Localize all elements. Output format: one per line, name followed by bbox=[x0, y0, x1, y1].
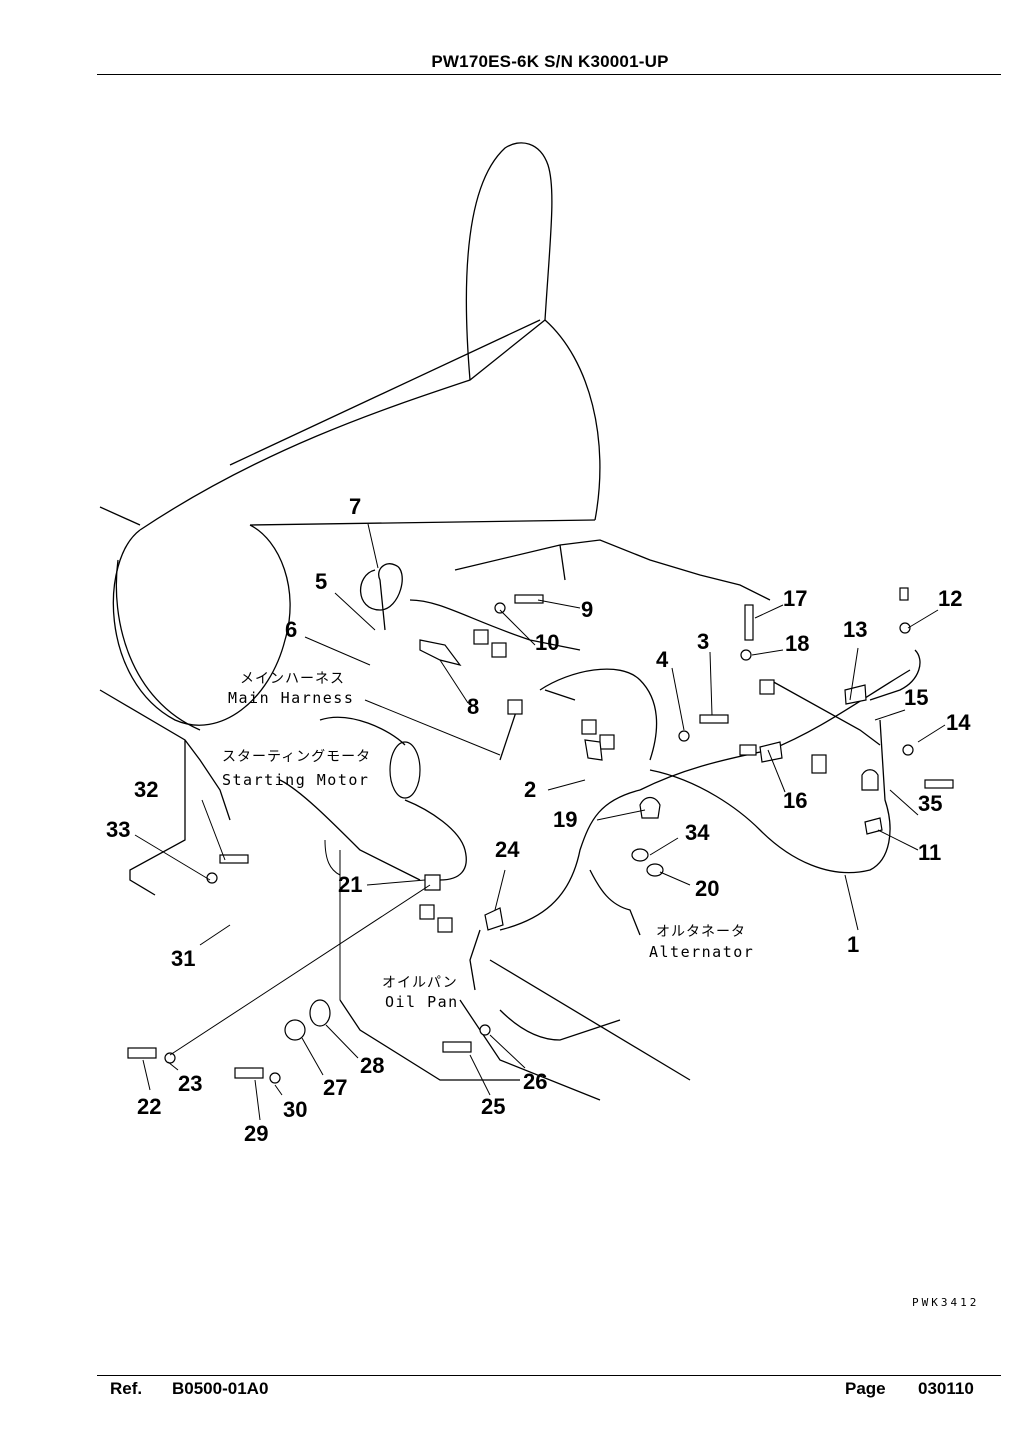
header-divider bbox=[97, 74, 1001, 75]
callout-6: 6 bbox=[285, 617, 297, 642]
callout-33: 33 bbox=[106, 817, 130, 842]
page-title: PW170ES-6K S/N K30001-UP bbox=[431, 52, 669, 71]
callout-1: 1 bbox=[847, 932, 859, 957]
callout-32: 32 bbox=[134, 777, 158, 802]
label-main-harness-en: Main Harness bbox=[228, 689, 354, 707]
callout-12: 12 bbox=[938, 586, 962, 611]
callout-30: 30 bbox=[283, 1097, 307, 1122]
footer-page-label: Page bbox=[845, 1379, 886, 1398]
callout-27: 27 bbox=[323, 1075, 347, 1100]
footer-page-value: 030110 bbox=[918, 1379, 974, 1398]
callout-29: 29 bbox=[244, 1121, 268, 1146]
callout-3: 3 bbox=[697, 629, 709, 654]
callout-31: 31 bbox=[171, 946, 195, 971]
callout-15: 15 bbox=[904, 685, 928, 710]
callout-23: 23 bbox=[178, 1071, 202, 1096]
muffler-drawing bbox=[99, 142, 601, 731]
callout-4: 4 bbox=[656, 647, 669, 672]
label-oil-pan-jp: オイルパン bbox=[382, 975, 458, 991]
callout-10: 10 bbox=[535, 630, 559, 655]
callout-18: 18 bbox=[785, 631, 809, 656]
callout-13: 13 bbox=[843, 617, 867, 642]
label-oil-pan-en: Oil Pan bbox=[385, 993, 459, 1011]
callout-7: 7 bbox=[349, 494, 361, 519]
footer-divider bbox=[97, 1375, 1001, 1376]
callout-24: 24 bbox=[495, 837, 520, 862]
footer-ref-value: B0500-01A0 bbox=[172, 1379, 269, 1398]
callout-22: 22 bbox=[137, 1094, 161, 1119]
footer-ref-label: Ref. bbox=[110, 1379, 143, 1398]
callout-8: 8 bbox=[467, 694, 479, 719]
callout-25: 25 bbox=[481, 1094, 505, 1119]
callout-21: 21 bbox=[338, 872, 362, 897]
label-starting-motor-en: Starting Motor bbox=[222, 771, 369, 789]
callout-16: 16 bbox=[783, 788, 807, 813]
callout-17: 17 bbox=[783, 586, 807, 611]
callout-34: 34 bbox=[685, 820, 710, 845]
callout-5: 5 bbox=[315, 569, 327, 594]
callout-11: 11 bbox=[918, 840, 941, 865]
callout-9: 9 bbox=[581, 597, 593, 622]
callout-14: 14 bbox=[946, 710, 971, 735]
label-alternator-jp: オルタネータ bbox=[656, 924, 746, 940]
callout-20: 20 bbox=[695, 876, 719, 901]
callout-28: 28 bbox=[360, 1053, 384, 1078]
label-starting-motor-jp: スターティングモータ bbox=[222, 749, 371, 765]
callout-19: 19 bbox=[553, 807, 577, 832]
label-alternator-en: Alternator bbox=[649, 943, 754, 961]
starting-motor-drawing bbox=[279, 716, 467, 881]
label-main-harness-jp: メインハーネス bbox=[240, 671, 345, 687]
small-parts bbox=[127, 587, 954, 1084]
callout-35: 35 bbox=[918, 791, 942, 816]
leader-lines bbox=[134, 523, 946, 1121]
drawing-code: PWK3412 bbox=[912, 1296, 979, 1309]
callout-2: 2 bbox=[524, 777, 536, 802]
engine-drawing bbox=[99, 539, 771, 1101]
callout-26: 26 bbox=[523, 1069, 547, 1094]
